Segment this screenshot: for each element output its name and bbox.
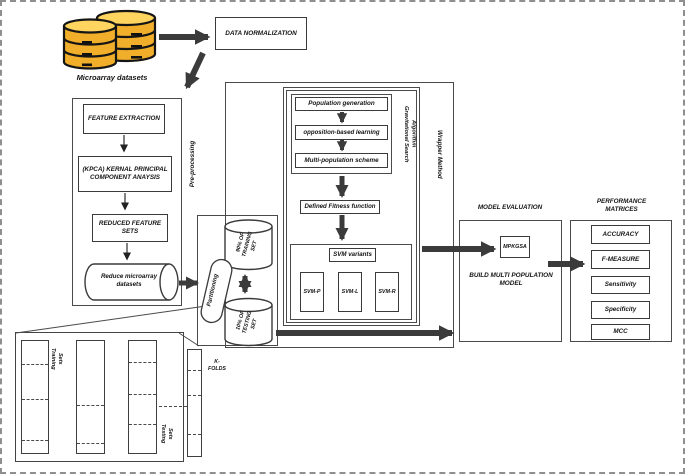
fitness-function-box: Defined Fitness function — [300, 200, 380, 214]
sensitivity-box: Sensitivity — [591, 276, 650, 294]
svm-l-box: SVM-L — [338, 272, 362, 312]
fold-link-dash — [159, 406, 187, 407]
population-generation-box: Population generation — [295, 97, 388, 111]
feature-extraction-box: FEATURE EXTRACTION — [83, 104, 165, 134]
specificity-label: Specificity — [604, 306, 637, 314]
opposition-learning-box: opposition-based learning — [295, 125, 388, 140]
opposition-learning-label: opposition-based learning — [303, 128, 380, 136]
feature-extraction-label: FEATURE EXTRACTION — [88, 115, 160, 123]
data-normalization-label: DATA NORMALIZATION — [225, 29, 297, 37]
fold-column-1 — [21, 340, 49, 454]
svm-container — [290, 244, 412, 320]
arrow-normalization-to-preprocessing — [184, 51, 206, 90]
wrapper-method-container — [225, 82, 454, 348]
fold3-dash — [129, 394, 156, 395]
svm-variants-box: SVM variants — [329, 248, 376, 262]
fold-column-2 — [76, 340, 105, 454]
f-measure-label: F-MEASURE — [601, 255, 640, 263]
kstrip-dash — [188, 395, 201, 396]
testing-set-cylinder — [224, 297, 273, 347]
fold-column-3 — [128, 340, 157, 454]
svm-p-box: SVM-P — [300, 272, 324, 312]
fold1-dash — [22, 399, 48, 400]
fold3-dash — [129, 362, 156, 363]
accuracy-box: ACCURACY — [591, 225, 650, 244]
training-set-cylinder — [224, 219, 273, 271]
accuracy-label: ACCURACY — [602, 230, 639, 238]
fold2-dash — [77, 443, 104, 444]
svm-r-label: SVM-R — [378, 288, 396, 295]
model-evaluation-container — [459, 220, 562, 342]
data-normalization-box: DATA NORMALIZATION — [215, 17, 307, 50]
svm-variants-label: SVM variants — [333, 251, 372, 259]
kstrip-dash — [188, 370, 201, 371]
mcc-box: MCC — [591, 324, 650, 340]
preprocessing-container — [72, 98, 182, 306]
specificity-box: Specificity — [591, 301, 650, 319]
fitness-function-label: Defined Fitness function — [304, 203, 376, 211]
mcc-label: MCC — [613, 328, 628, 336]
partitioning-oval — [200, 258, 233, 324]
fold3-dash — [129, 424, 156, 425]
kfolds-strip — [187, 349, 202, 457]
kstrip-dash — [188, 434, 201, 435]
fold2-dash — [77, 405, 104, 406]
reduced-feature-sets-box: REDUCED FEATURE SETS — [92, 214, 168, 242]
svm-r-box: SVM-R — [375, 272, 399, 312]
performance-container — [570, 220, 672, 342]
fold1-dash — [22, 440, 48, 441]
gsa-steps-subbox — [291, 94, 392, 174]
svm-p-label: SVM-P — [303, 288, 321, 295]
reduce-datasets-cylinder — [84, 263, 179, 301]
callout-line — [15, 305, 207, 334]
mpkgsa-label: MPKGSA — [503, 243, 527, 250]
sensitivity-label: Sensitivity — [604, 281, 637, 289]
callout-line — [178, 332, 200, 347]
fold1-dash — [22, 364, 48, 365]
svm-l-label: SVM-L — [341, 288, 359, 295]
database-icon — [62, 9, 157, 70]
reduced-feature-sets-label: REDUCED FEATURE SETS — [98, 220, 162, 235]
mpkgsa-box: MPKGSA — [500, 236, 530, 258]
gsa-container — [283, 87, 420, 326]
kpca-label: (KPCA) KERNAL PRINCIPAL COMPONENT ANAYSI… — [82, 166, 168, 181]
kfolds-detail-box — [15, 332, 184, 462]
multi-population-box: Multi-population scheme — [295, 153, 388, 168]
kpca-box: (KPCA) KERNAL PRINCIPAL COMPONENT ANAYSI… — [78, 156, 172, 192]
multi-population-label: Multi-population scheme — [304, 156, 379, 164]
f-measure-box: F-MEASURE — [591, 250, 650, 269]
population-generation-label: Population generation — [308, 100, 375, 108]
